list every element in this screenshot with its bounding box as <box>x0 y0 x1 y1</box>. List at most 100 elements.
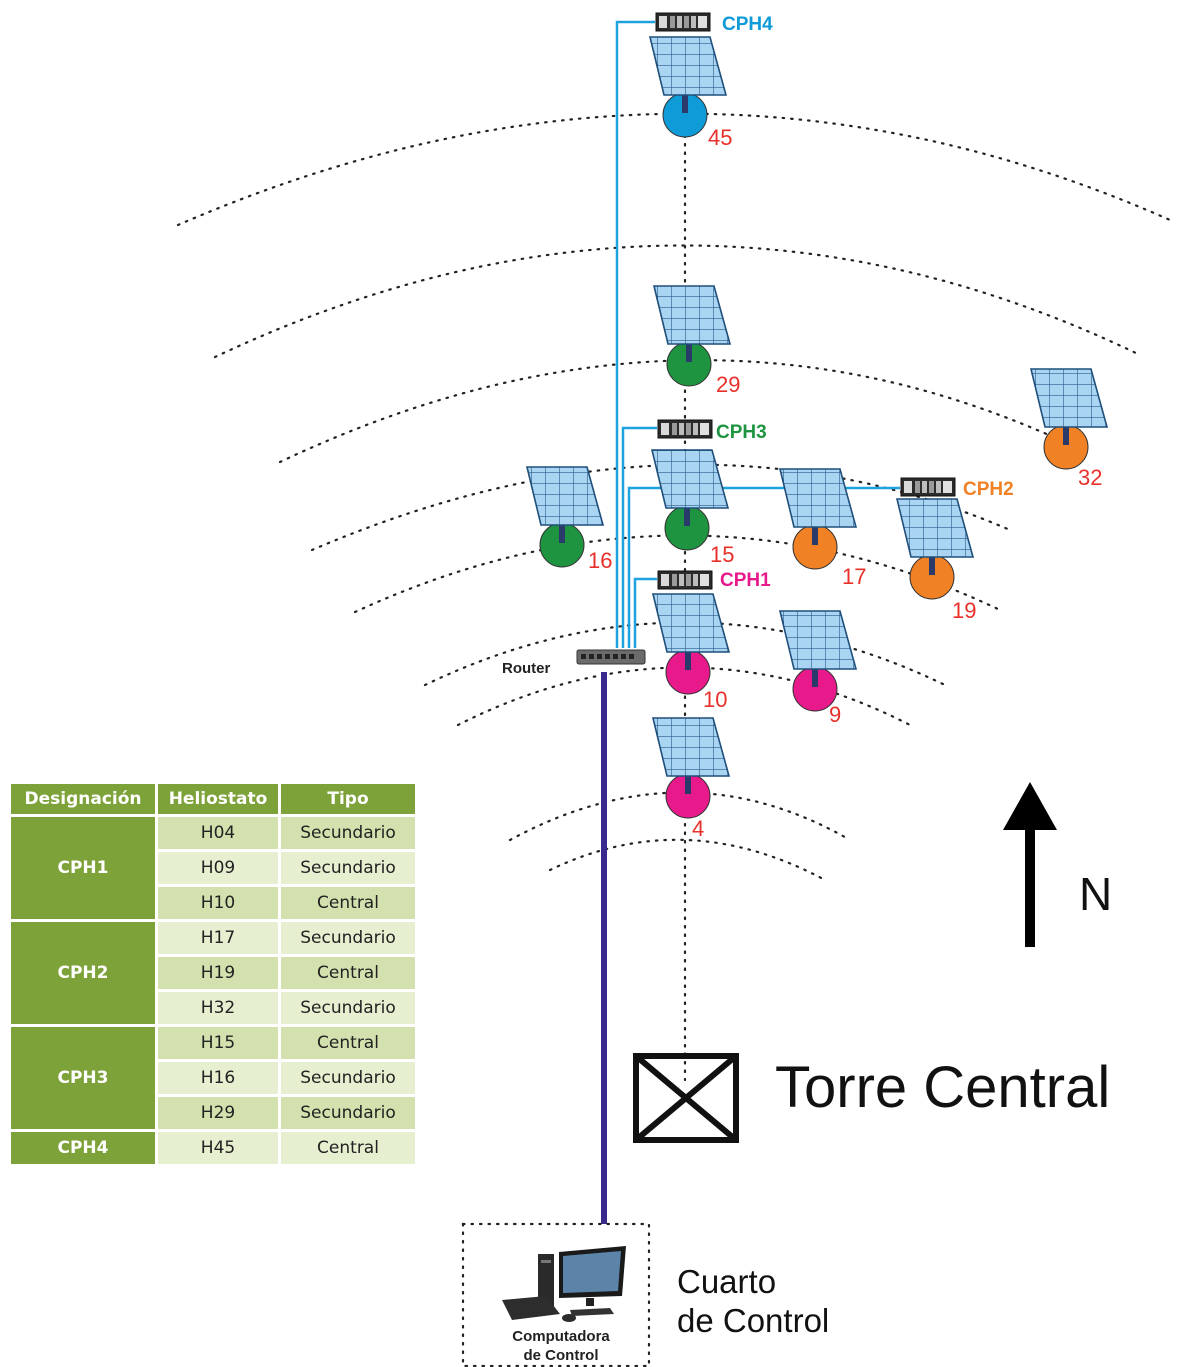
table-row: H09 Secundario <box>11 852 415 884</box>
heliostat-45: 45 <box>648 36 732 150</box>
heliostat-17: 17 <box>778 468 866 589</box>
north-arrow-icon <box>1003 782 1057 947</box>
solar-panel-icon <box>652 285 732 345</box>
solar-panel-icon <box>651 593 731 653</box>
heliostat-number-label: 10 <box>703 687 727 712</box>
group-cph4: CPH4 <box>11 1132 155 1164</box>
heliostat-cell: H04 <box>158 817 278 849</box>
heliostat-29: 29 <box>652 285 740 397</box>
heliostat-10: 10 <box>651 593 731 712</box>
cph4-label: CPH4 <box>722 14 773 35</box>
heliostat-32: 32 <box>1029 368 1109 490</box>
header-heliostat: Heliostato <box>158 784 278 814</box>
table-header-row: Designación Heliostato Tipo <box>11 784 415 814</box>
type-cell: Central <box>281 957 415 989</box>
heliostat-assignment-table: Designación Heliostato Tipo CPH1 H04 Sec… <box>8 781 418 1167</box>
control-room-title-line1: Cuarto <box>677 1263 776 1300</box>
type-cell: Secundario <box>281 992 415 1024</box>
table-row: CPH2 H17 Secundario <box>11 922 415 1024</box>
heliostat-number-label: 45 <box>708 125 732 150</box>
heliostat-post-icon <box>684 506 690 526</box>
central-tower-icon <box>633 1053 739 1143</box>
type-cell: Central <box>281 1132 415 1164</box>
heliostat-number-label: 15 <box>710 542 734 567</box>
solar-panel-icon <box>648 36 728 96</box>
router-icon <box>576 649 646 665</box>
arc-row-2 <box>213 244 1142 359</box>
heliostat-post-icon <box>685 650 691 670</box>
cph2-label: CPH2 <box>963 479 1014 500</box>
heliostat-15: 15 <box>650 449 734 567</box>
solar-panel-icon <box>1029 368 1109 428</box>
table-row: CPH4 H45 Central <box>11 1132 415 1164</box>
router-label: Router <box>502 660 550 677</box>
solar-panel-icon <box>778 468 858 528</box>
heliostat-post-icon <box>559 523 565 543</box>
computer-icon <box>502 1246 626 1322</box>
heliostat-cell: H19 <box>158 957 278 989</box>
heliostat-post-icon <box>929 555 935 575</box>
heliostat-cell: H15 <box>158 1027 278 1059</box>
type-cell: Secundario <box>281 922 415 954</box>
heliostat-number-label: 32 <box>1078 465 1102 490</box>
arc-row-6 <box>423 621 947 687</box>
solar-panel-icon <box>651 717 731 777</box>
control-room-title-line2: de Control <box>677 1302 829 1339</box>
solar-panel-icon <box>778 610 858 670</box>
rtu-cph4-icon <box>655 12 711 32</box>
type-cell: Secundario <box>281 852 415 884</box>
link-cph3 <box>621 426 657 648</box>
table-row: H32 Secundario <box>11 992 415 1024</box>
network-lines <box>615 20 900 648</box>
heliostat-post-icon <box>812 667 818 687</box>
rtu-cph3-icon <box>657 419 713 439</box>
heliostat-cell: H16 <box>158 1062 278 1094</box>
rtu-cph1-icon <box>657 570 713 590</box>
table-row: CPH1 H04 Secundario <box>11 817 415 919</box>
heliostat-cell: H29 <box>158 1097 278 1129</box>
solar-panel-icon <box>525 466 605 526</box>
table-row: H10 Central <box>11 887 415 919</box>
heliostats: 45 29 32 16 15 17 19 10 9 4 <box>525 36 1109 841</box>
heliostat-cell: H45 <box>158 1132 278 1164</box>
heliostat-number-label: 29 <box>716 372 740 397</box>
computer-label-line1: Computadora <box>512 1328 610 1345</box>
group-cph1: CPH1 <box>11 817 155 919</box>
heliostat-post-icon <box>686 342 692 362</box>
heliostat-number-label: 16 <box>588 548 612 573</box>
heliostat-number-label: 17 <box>842 564 866 589</box>
tower-label: Torre Central <box>775 1055 1110 1120</box>
heliostat-cell: H09 <box>158 852 278 884</box>
heliostat-number-label: 19 <box>952 598 976 623</box>
heliostat-cell: H32 <box>158 992 278 1024</box>
solar-panel-icon <box>895 498 975 558</box>
heliostat-post-icon <box>685 774 691 794</box>
control-room-box <box>461 1222 651 1367</box>
solar-panel-icon <box>650 449 730 509</box>
type-cell: Central <box>281 1027 415 1059</box>
type-cell: Central <box>281 887 415 919</box>
computer-label-line2: de Control <box>524 1347 599 1364</box>
header-type: Tipo <box>281 784 415 814</box>
heliostat-16: 16 <box>525 466 612 573</box>
table-row: H16 Secundario <box>11 1062 415 1094</box>
type-cell: Secundario <box>281 1062 415 1094</box>
heliostat-number-label: 9 <box>829 702 841 727</box>
heliostat-4: 4 <box>651 717 731 841</box>
link-cph1 <box>633 577 657 648</box>
table-row: CPH3 H15 Central <box>11 1027 415 1129</box>
type-cell: Secundario <box>281 1097 415 1129</box>
group-cph2: CPH2 <box>11 922 155 1024</box>
heliostat-cell: H10 <box>158 887 278 919</box>
heliostat-9: 9 <box>778 610 858 727</box>
rtu-cph2-icon <box>900 477 956 497</box>
heliostat-post-icon <box>682 93 688 113</box>
link-cph4 <box>615 20 655 648</box>
heliostat-number-label: 4 <box>692 816 704 841</box>
table-row: H19 Central <box>11 957 415 989</box>
arc-row-9 <box>548 838 827 882</box>
heliostat-post-icon <box>1063 425 1069 445</box>
table-row: H29 Secundario <box>11 1097 415 1129</box>
heliostat-post-icon <box>812 525 818 545</box>
